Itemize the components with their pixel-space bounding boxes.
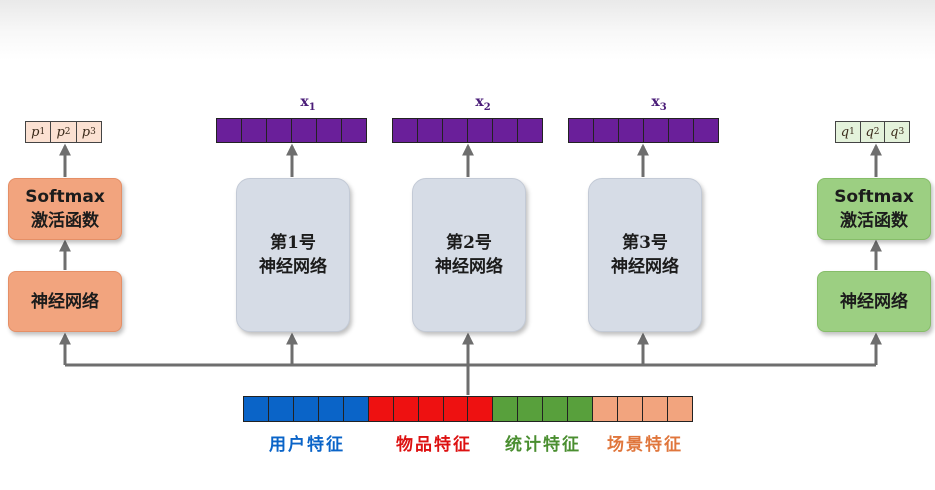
feature-label-scene: 场景特征 — [607, 435, 683, 455]
feature-cell — [268, 397, 294, 421]
expert-3-subtitle: 神经网络 — [611, 257, 679, 277]
feature-cell — [493, 397, 519, 421]
feature-label-stats: 统计特征 — [505, 435, 581, 455]
feature-cell — [368, 397, 394, 421]
expert-3-output-label: x3 — [651, 94, 667, 113]
feature-label-user: 用户特征 — [269, 435, 345, 455]
expert-2-output-vector — [392, 118, 543, 143]
feature-cell — [244, 397, 269, 421]
expert-3-network-box: 第3号 神经网络 — [588, 178, 702, 332]
feature-cell — [543, 397, 569, 421]
left-softmax-title: Softmax — [25, 187, 105, 207]
left-gate-network-label: 神经网络 — [31, 291, 99, 312]
expert-2-title: 第2号 — [446, 233, 492, 253]
feature-label-item: 物品特征 — [396, 435, 472, 455]
right-gate-network-label: 神经网络 — [840, 291, 908, 312]
expert-3-output-vector — [568, 118, 719, 143]
left-gate-network-box: 神经网络 — [8, 271, 122, 332]
expert-2-output-label: x2 — [475, 94, 491, 113]
feature-cell — [418, 397, 444, 421]
expert-1-network-box: 第1号 神经网络 — [236, 178, 350, 332]
expert-1-output-label: x1 — [300, 94, 316, 113]
expert-1-subtitle: 神经网络 — [259, 257, 327, 277]
left-softmax-subtitle: 激活函数 — [31, 211, 99, 231]
expert-3-title: 第3号 — [622, 233, 668, 253]
feature-cell — [518, 397, 544, 421]
right-softmax-title: Softmax — [834, 187, 914, 207]
right-softmax-subtitle: 激活函数 — [840, 211, 908, 231]
feature-cell — [667, 397, 692, 421]
feature-cell — [393, 397, 419, 421]
feature-cell — [318, 397, 344, 421]
feature-cell — [643, 397, 668, 421]
feature-cell — [293, 397, 319, 421]
right-gate-network-box: 神经网络 — [817, 271, 931, 332]
feature-cell — [468, 397, 494, 421]
feature-cell — [593, 397, 619, 421]
expert-1-title: 第1号 — [270, 233, 316, 253]
input-feature-vector — [243, 396, 693, 422]
right-softmax-box: Softmax 激活函数 — [817, 178, 931, 240]
expert-2-subtitle: 神经网络 — [435, 257, 503, 277]
feature-cell — [443, 397, 469, 421]
expert-2-network-box: 第2号 神经网络 — [412, 178, 526, 332]
feature-cell — [343, 397, 369, 421]
left-softmax-box: Softmax 激活函数 — [8, 178, 122, 240]
expert-1-output-vector — [216, 118, 367, 143]
feature-cell — [618, 397, 643, 421]
feature-cell — [568, 397, 594, 421]
